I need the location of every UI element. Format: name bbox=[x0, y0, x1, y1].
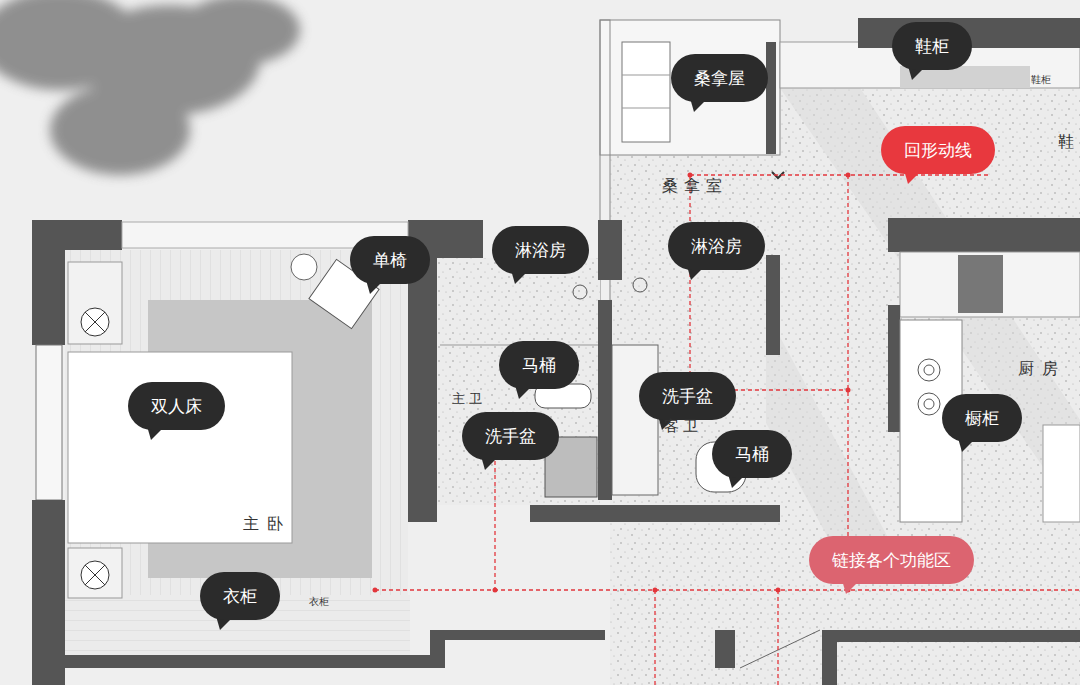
callout-bubble: 单椅 bbox=[350, 236, 430, 284]
callout-text: 桑拿屋 bbox=[694, 68, 745, 88]
callout-bubble: 马桶 bbox=[712, 430, 792, 478]
room-label: 主卫 bbox=[452, 392, 486, 406]
callout-bubble: 洗手盆 bbox=[639, 372, 736, 420]
room-label: 衣柜 bbox=[309, 596, 329, 607]
room-label: 鞋 bbox=[1058, 133, 1074, 151]
callout-text: 淋浴房 bbox=[691, 236, 742, 256]
callout-text: 橱柜 bbox=[965, 408, 999, 428]
callout-bubble: 鞋柜 bbox=[892, 22, 972, 70]
callout-bubble: 淋浴房 bbox=[668, 222, 765, 270]
callout-text: 双人床 bbox=[151, 396, 202, 416]
callout-text: 单椅 bbox=[373, 250, 407, 270]
callout-bubble: 衣柜 bbox=[200, 572, 280, 620]
callout-bubble: 桑拿屋 bbox=[671, 54, 768, 102]
callout-bubble: 橱柜 bbox=[942, 394, 1022, 442]
callout-text: 鞋柜 bbox=[915, 36, 949, 56]
room-label: 鞋柜 bbox=[1031, 74, 1051, 85]
room-label: 厨房 bbox=[1018, 360, 1066, 378]
callout-text: 链接各个功能区 bbox=[832, 550, 951, 570]
callout-bubble: 马桶 bbox=[499, 341, 579, 389]
room-label: 桑拿室 bbox=[662, 177, 728, 195]
callout-bubble: 洗手盆 bbox=[462, 412, 559, 460]
callout-text: 洗手盆 bbox=[485, 426, 536, 446]
callout-text: 淋浴房 bbox=[515, 240, 566, 260]
callout-text: 洗手盆 bbox=[662, 386, 713, 406]
callout-text: 马桶 bbox=[522, 355, 556, 375]
callout-text: 马桶 bbox=[735, 444, 769, 464]
callout-bubble: 链接各个功能区 bbox=[809, 536, 974, 584]
room-label: 客卫 bbox=[664, 418, 702, 435]
callout-bubble: 双人床 bbox=[128, 382, 225, 430]
room-label: 主卧 bbox=[243, 515, 291, 533]
callout-text: 回形动线 bbox=[904, 140, 972, 160]
callout-text: 衣柜 bbox=[223, 586, 257, 606]
callout-bubble: 回形动线 bbox=[881, 126, 995, 174]
callout-bubble: 淋浴房 bbox=[492, 226, 589, 274]
